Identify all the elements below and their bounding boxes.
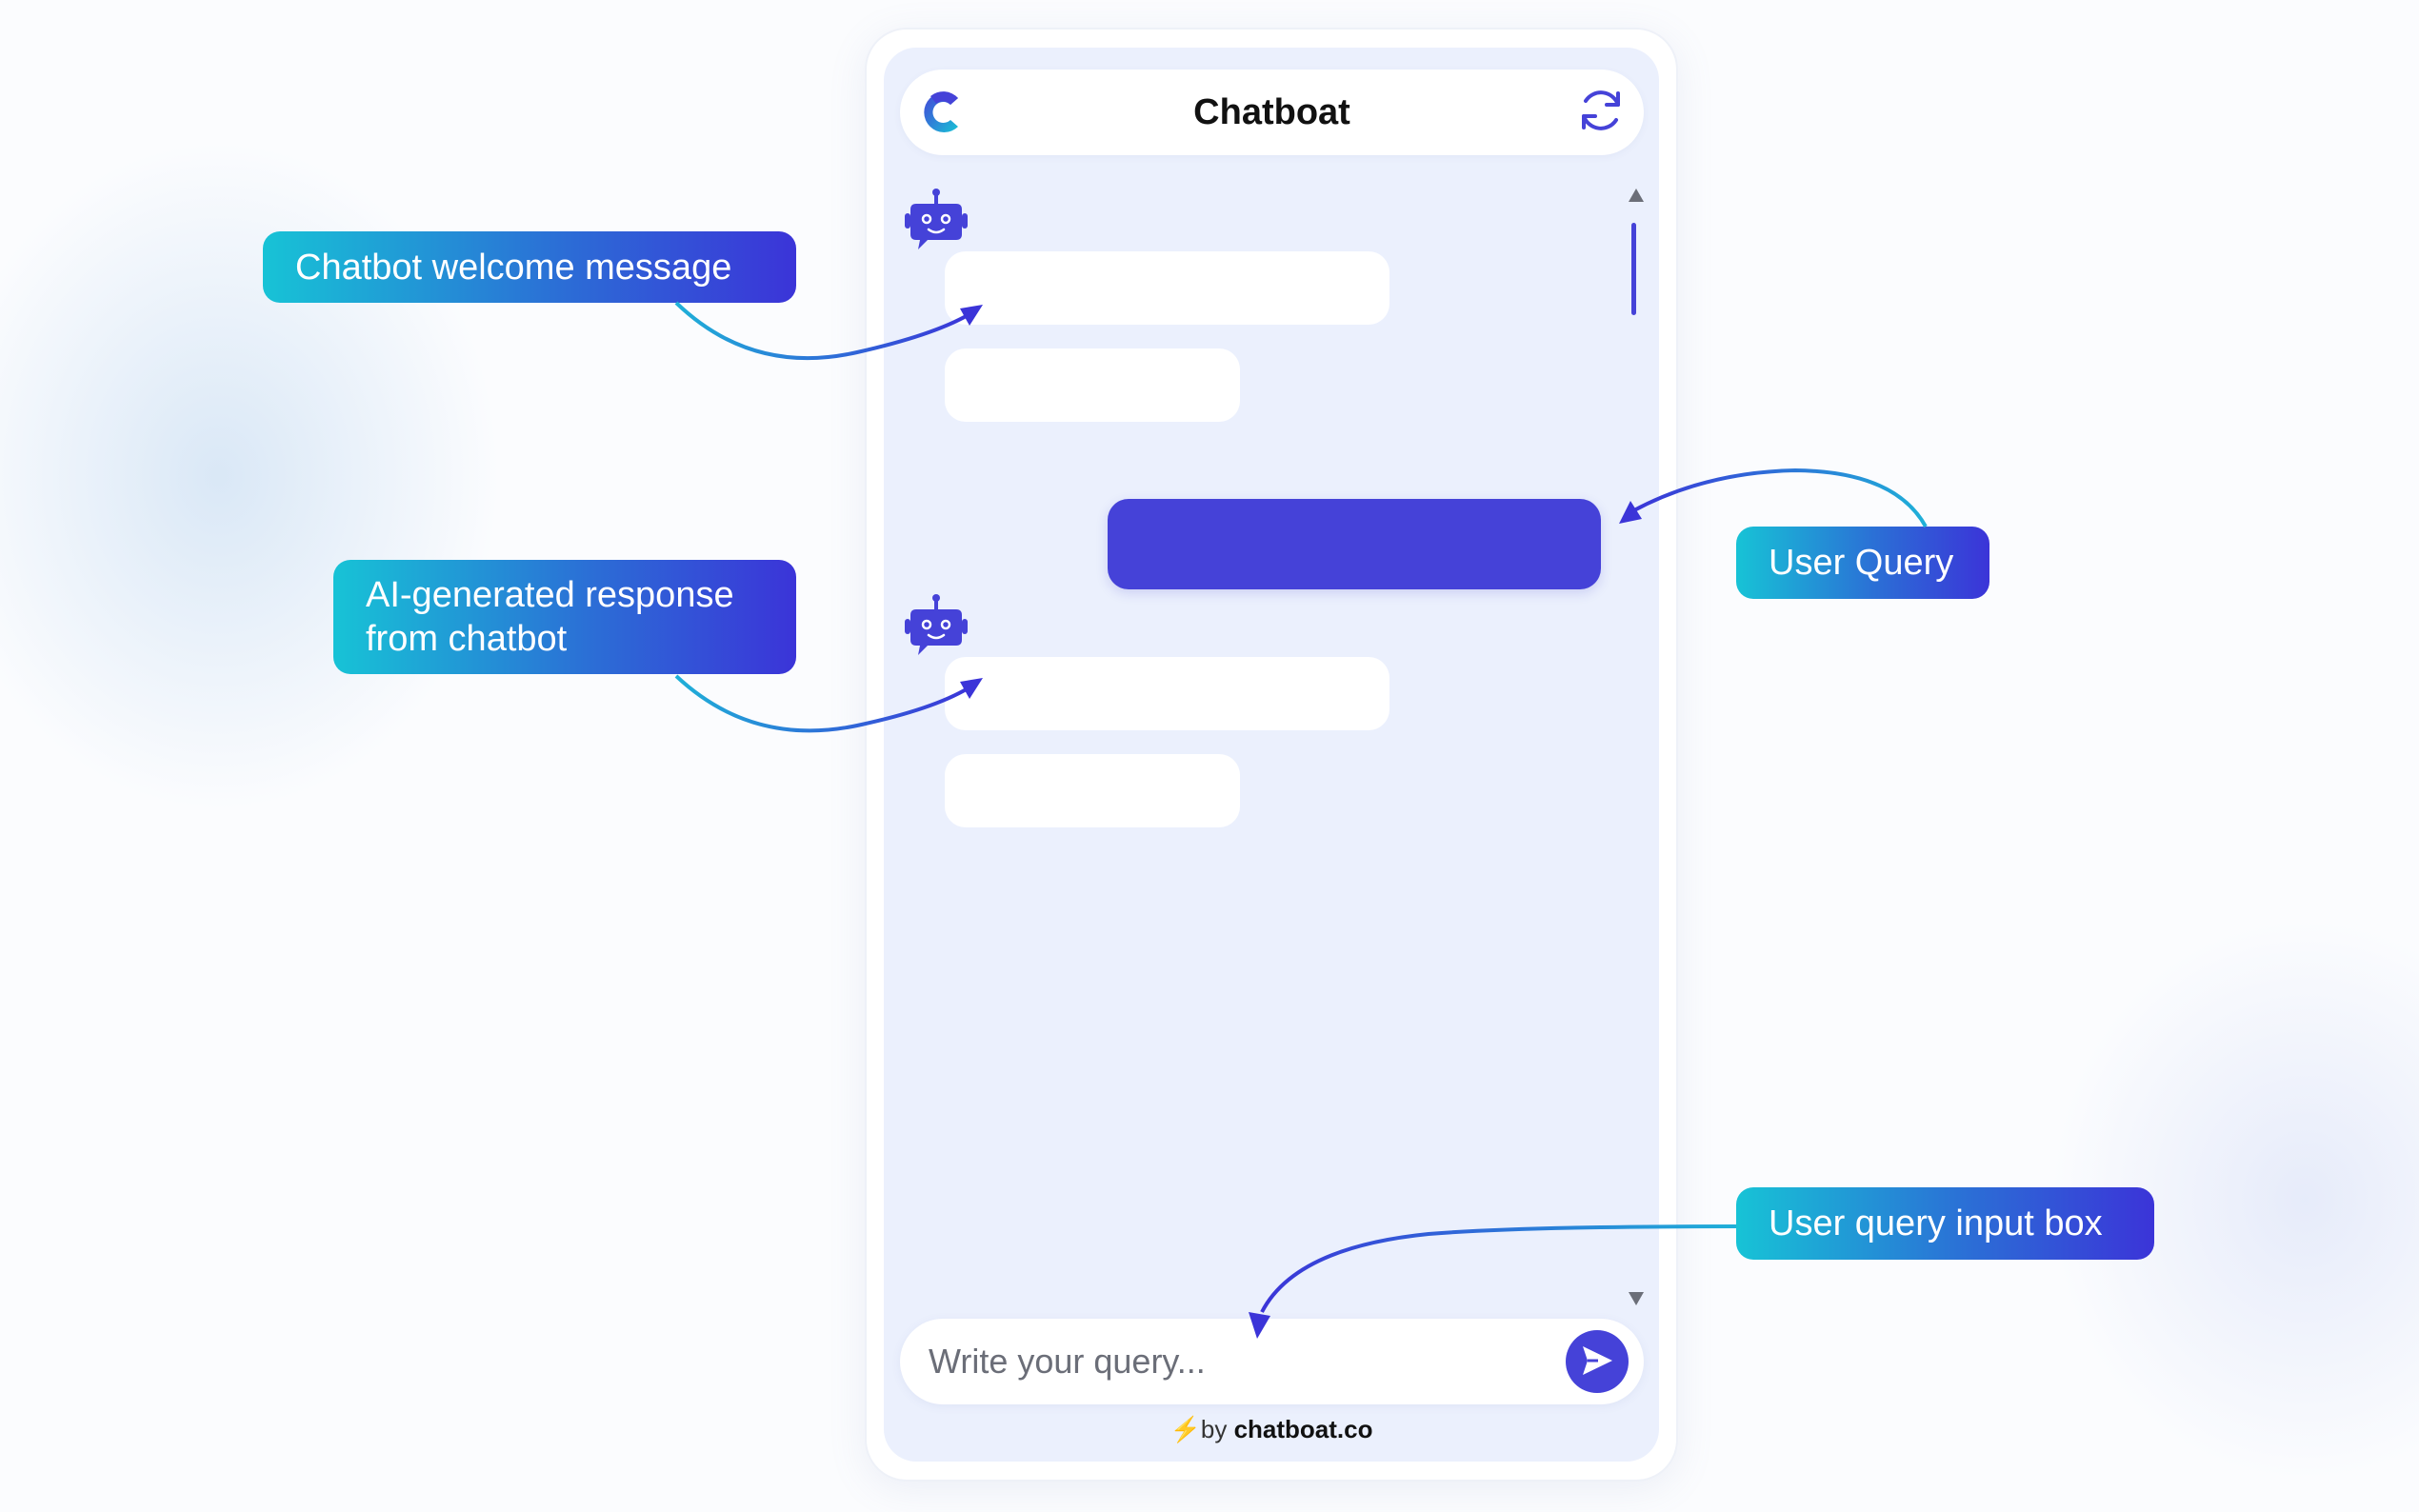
annotation-label: Chatbot welcome message <box>295 247 732 288</box>
powered-by-footer: ⚡by chatboat.co <box>884 1415 1659 1453</box>
scroll-up-button[interactable] <box>1626 187 1647 208</box>
query-input[interactable] <box>929 1319 1538 1404</box>
annotation-input-box: User query input box <box>1736 1187 2154 1260</box>
refresh-button[interactable] <box>1571 83 1630 142</box>
annotation-label: AI-generated response from chatbot <box>366 575 734 659</box>
chat-header: Chatboat <box>900 70 1644 155</box>
chatboat-logo-icon <box>915 85 970 140</box>
user-message-bubble <box>1108 499 1601 589</box>
annotation-welcome-message: Chatbot welcome message <box>263 231 796 303</box>
chat-title: Chatboat <box>1193 92 1350 132</box>
bot-message-bubble <box>945 754 1240 827</box>
triangle-up-icon <box>1628 188 1645 208</box>
annotation-label: User Query <box>1769 543 1954 583</box>
send-button[interactable] <box>1566 1330 1629 1393</box>
footer-by-text: by <box>1200 1415 1234 1443</box>
annotation-label: User query input box <box>1769 1204 2103 1243</box>
triangle-down-icon <box>1628 1291 1645 1311</box>
refresh-icon <box>1574 84 1628 142</box>
annotation-ai-response: AI-generated response from chatbot <box>333 560 796 674</box>
query-input-box <box>900 1319 1644 1404</box>
lightning-icon: ⚡ <box>1170 1415 1201 1443</box>
robot-icon <box>903 592 970 659</box>
scroll-down-button[interactable] <box>1626 1290 1647 1311</box>
bot-message-bubble <box>945 657 1389 730</box>
footer-brand-link[interactable]: chatboat.co <box>1233 1415 1373 1443</box>
annotation-user-query: User Query <box>1736 527 1989 599</box>
robot-icon <box>903 187 970 253</box>
bot-message-bubble <box>945 251 1389 325</box>
scrollbar-thumb[interactable] <box>1631 223 1636 315</box>
send-icon <box>1579 1343 1615 1382</box>
bot-message-bubble <box>945 348 1240 422</box>
